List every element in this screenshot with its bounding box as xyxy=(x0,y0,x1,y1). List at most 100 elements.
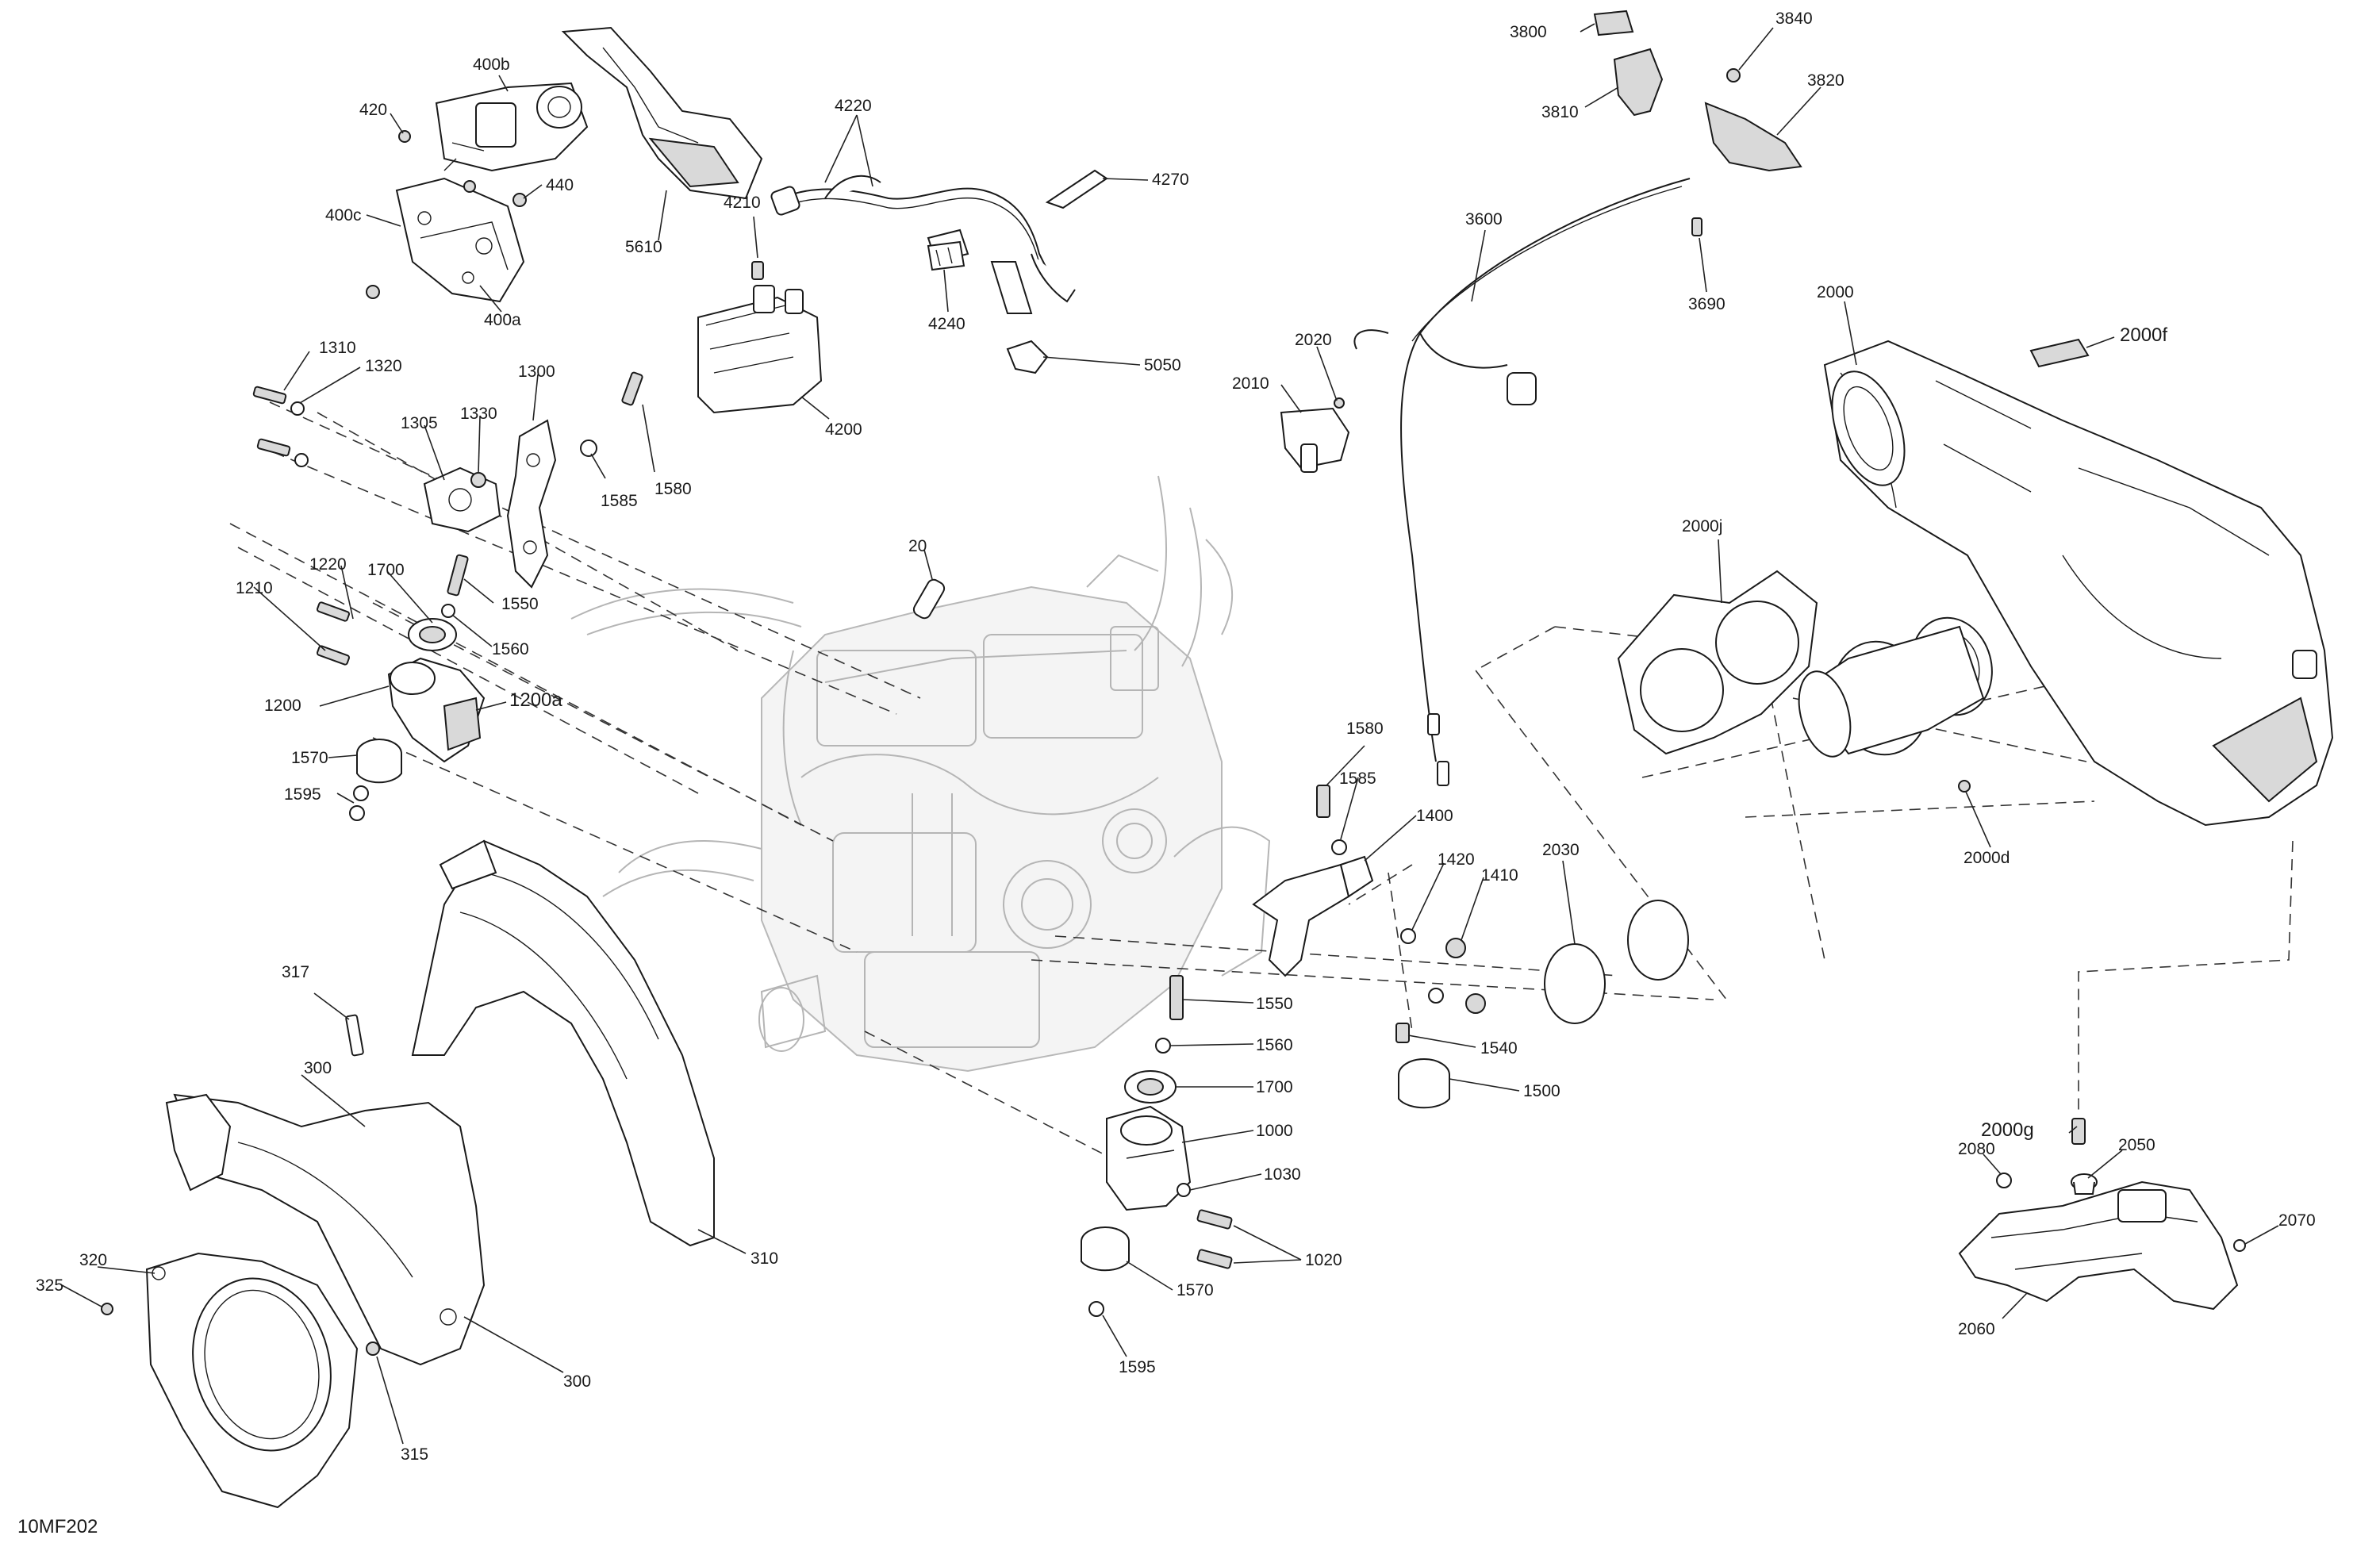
label-4220: 4220 xyxy=(835,97,872,115)
label-4210: 4210 xyxy=(724,194,761,212)
part-1020-bolts xyxy=(1196,1209,1233,1269)
label-300-upper: 300 xyxy=(304,1059,332,1077)
part-2000-airbox xyxy=(1823,340,2334,827)
label-2070: 2070 xyxy=(2278,1211,2316,1230)
label-3810: 3810 xyxy=(1541,103,1579,121)
part-1400-bracket xyxy=(1252,855,1374,977)
part-2010-sensor xyxy=(1280,407,1350,473)
label-20: 20 xyxy=(908,537,927,555)
label-1595-upper: 1595 xyxy=(284,785,321,804)
part-2070-clip xyxy=(2233,1239,2246,1252)
part-3800-cap xyxy=(1593,10,1634,36)
part-intake-boots xyxy=(1798,616,1993,758)
label-1310: 1310 xyxy=(319,339,356,357)
part-440-nut xyxy=(463,180,527,207)
label-440: 440 xyxy=(546,176,574,194)
label-1550-upper: 1550 xyxy=(501,595,539,613)
part-1595-nut xyxy=(349,785,369,821)
label-2000f: 2000f xyxy=(2120,324,2167,346)
part-1560-washer-low xyxy=(1155,1038,1171,1054)
part-20-pin xyxy=(912,578,946,620)
part-5050-sensor xyxy=(1006,340,1049,374)
part-1595-nut-low xyxy=(1088,1301,1104,1317)
part-1320-washers xyxy=(290,401,309,467)
part-400a-bracket xyxy=(395,177,525,303)
part-1420-washer xyxy=(1400,928,1416,944)
part-2080-clip xyxy=(1996,1173,2012,1188)
label-400c: 400c xyxy=(325,206,362,225)
part-1300-bracket xyxy=(506,419,557,589)
part-4270-clip xyxy=(1045,169,1108,209)
label-2000: 2000 xyxy=(1817,283,1854,301)
label-1220: 1220 xyxy=(309,555,347,574)
part-4210-screw xyxy=(751,261,764,280)
part-screw-400a xyxy=(366,285,380,299)
part-1585-washer-mid xyxy=(1331,839,1347,855)
label-3800: 3800 xyxy=(1510,23,1547,41)
part-1550-bolt-low xyxy=(1169,975,1184,1020)
label-1700-upper: 1700 xyxy=(367,561,405,579)
part-1700-ring xyxy=(408,618,457,651)
label-1305: 1305 xyxy=(401,414,438,432)
label-4270: 4270 xyxy=(1152,171,1189,189)
label-3600: 3600 xyxy=(1465,210,1503,228)
part-1560-washer xyxy=(441,604,455,618)
label-1700-lower: 1700 xyxy=(1256,1078,1293,1096)
label-4240: 4240 xyxy=(928,315,965,333)
label-1000: 1000 xyxy=(1256,1122,1293,1140)
label-5610: 5610 xyxy=(625,238,662,256)
label-1200a: 1200a xyxy=(509,689,562,711)
label-2000d: 2000d xyxy=(1964,849,2010,867)
label-3840: 3840 xyxy=(1775,10,1813,28)
part-1310-bolts xyxy=(252,386,291,457)
part-2000g-screw xyxy=(2071,1118,2086,1145)
part-1580-bolt xyxy=(621,371,643,406)
part-labels: 400b 420 440 400c 400a 5610 4220 4210 42… xyxy=(17,10,2316,1537)
label-1500: 1500 xyxy=(1523,1082,1560,1100)
part-3840-screw xyxy=(1726,68,1741,83)
part-1220-bolts xyxy=(316,601,351,666)
part-1030-washer xyxy=(1177,1183,1191,1197)
label-420: 420 xyxy=(359,101,387,119)
part-315-screw xyxy=(366,1341,380,1356)
part-1580-bolt-mid xyxy=(1316,785,1330,818)
part-420-screw xyxy=(398,130,411,143)
part-2050-grommet xyxy=(2071,1173,2098,1195)
figure-code: 10MF202 xyxy=(17,1516,98,1537)
part-300-cover xyxy=(165,1093,486,1366)
leader-lines xyxy=(61,23,2279,1445)
label-2080: 2080 xyxy=(1958,1140,1995,1158)
part-4200-ecu xyxy=(697,285,823,414)
label-2050: 2050 xyxy=(2118,1136,2155,1154)
part-3820-bracket xyxy=(1704,102,1802,172)
label-1320: 1320 xyxy=(365,357,402,375)
label-1570-lower: 1570 xyxy=(1177,1281,1214,1299)
label-3690: 3690 xyxy=(1688,295,1726,313)
part-1000-mount xyxy=(1106,1105,1192,1211)
label-1020: 1020 xyxy=(1305,1251,1342,1269)
label-1400: 1400 xyxy=(1416,807,1453,825)
label-315: 315 xyxy=(401,1445,428,1464)
part-5610-heat-shield xyxy=(561,26,763,200)
part-325-screw xyxy=(101,1303,113,1315)
engine-ghost-illustration xyxy=(570,475,1271,1073)
label-2030: 2030 xyxy=(1542,841,1580,859)
label-1560-lower: 1560 xyxy=(1256,1036,1293,1054)
label-1210: 1210 xyxy=(236,579,273,597)
label-1570-upper: 1570 xyxy=(291,749,328,767)
label-4200: 4200 xyxy=(825,420,862,439)
label-1580-upper: 1580 xyxy=(654,480,692,498)
label-1585-upper: 1585 xyxy=(601,492,638,510)
label-3820: 3820 xyxy=(1807,71,1844,90)
part-1410-bolt xyxy=(1428,938,1486,1014)
part-3600-cable xyxy=(1353,178,1691,786)
label-300-lower: 300 xyxy=(563,1372,591,1391)
part-2000j-gasket xyxy=(1617,570,1818,755)
label-1560-upper: 1560 xyxy=(492,640,529,658)
part-1570-mount xyxy=(356,739,402,784)
part-3690-screw xyxy=(1691,217,1702,236)
part-2000f-cap xyxy=(2029,338,2090,368)
label-320: 320 xyxy=(79,1251,107,1269)
part-1330-nut xyxy=(470,472,486,488)
